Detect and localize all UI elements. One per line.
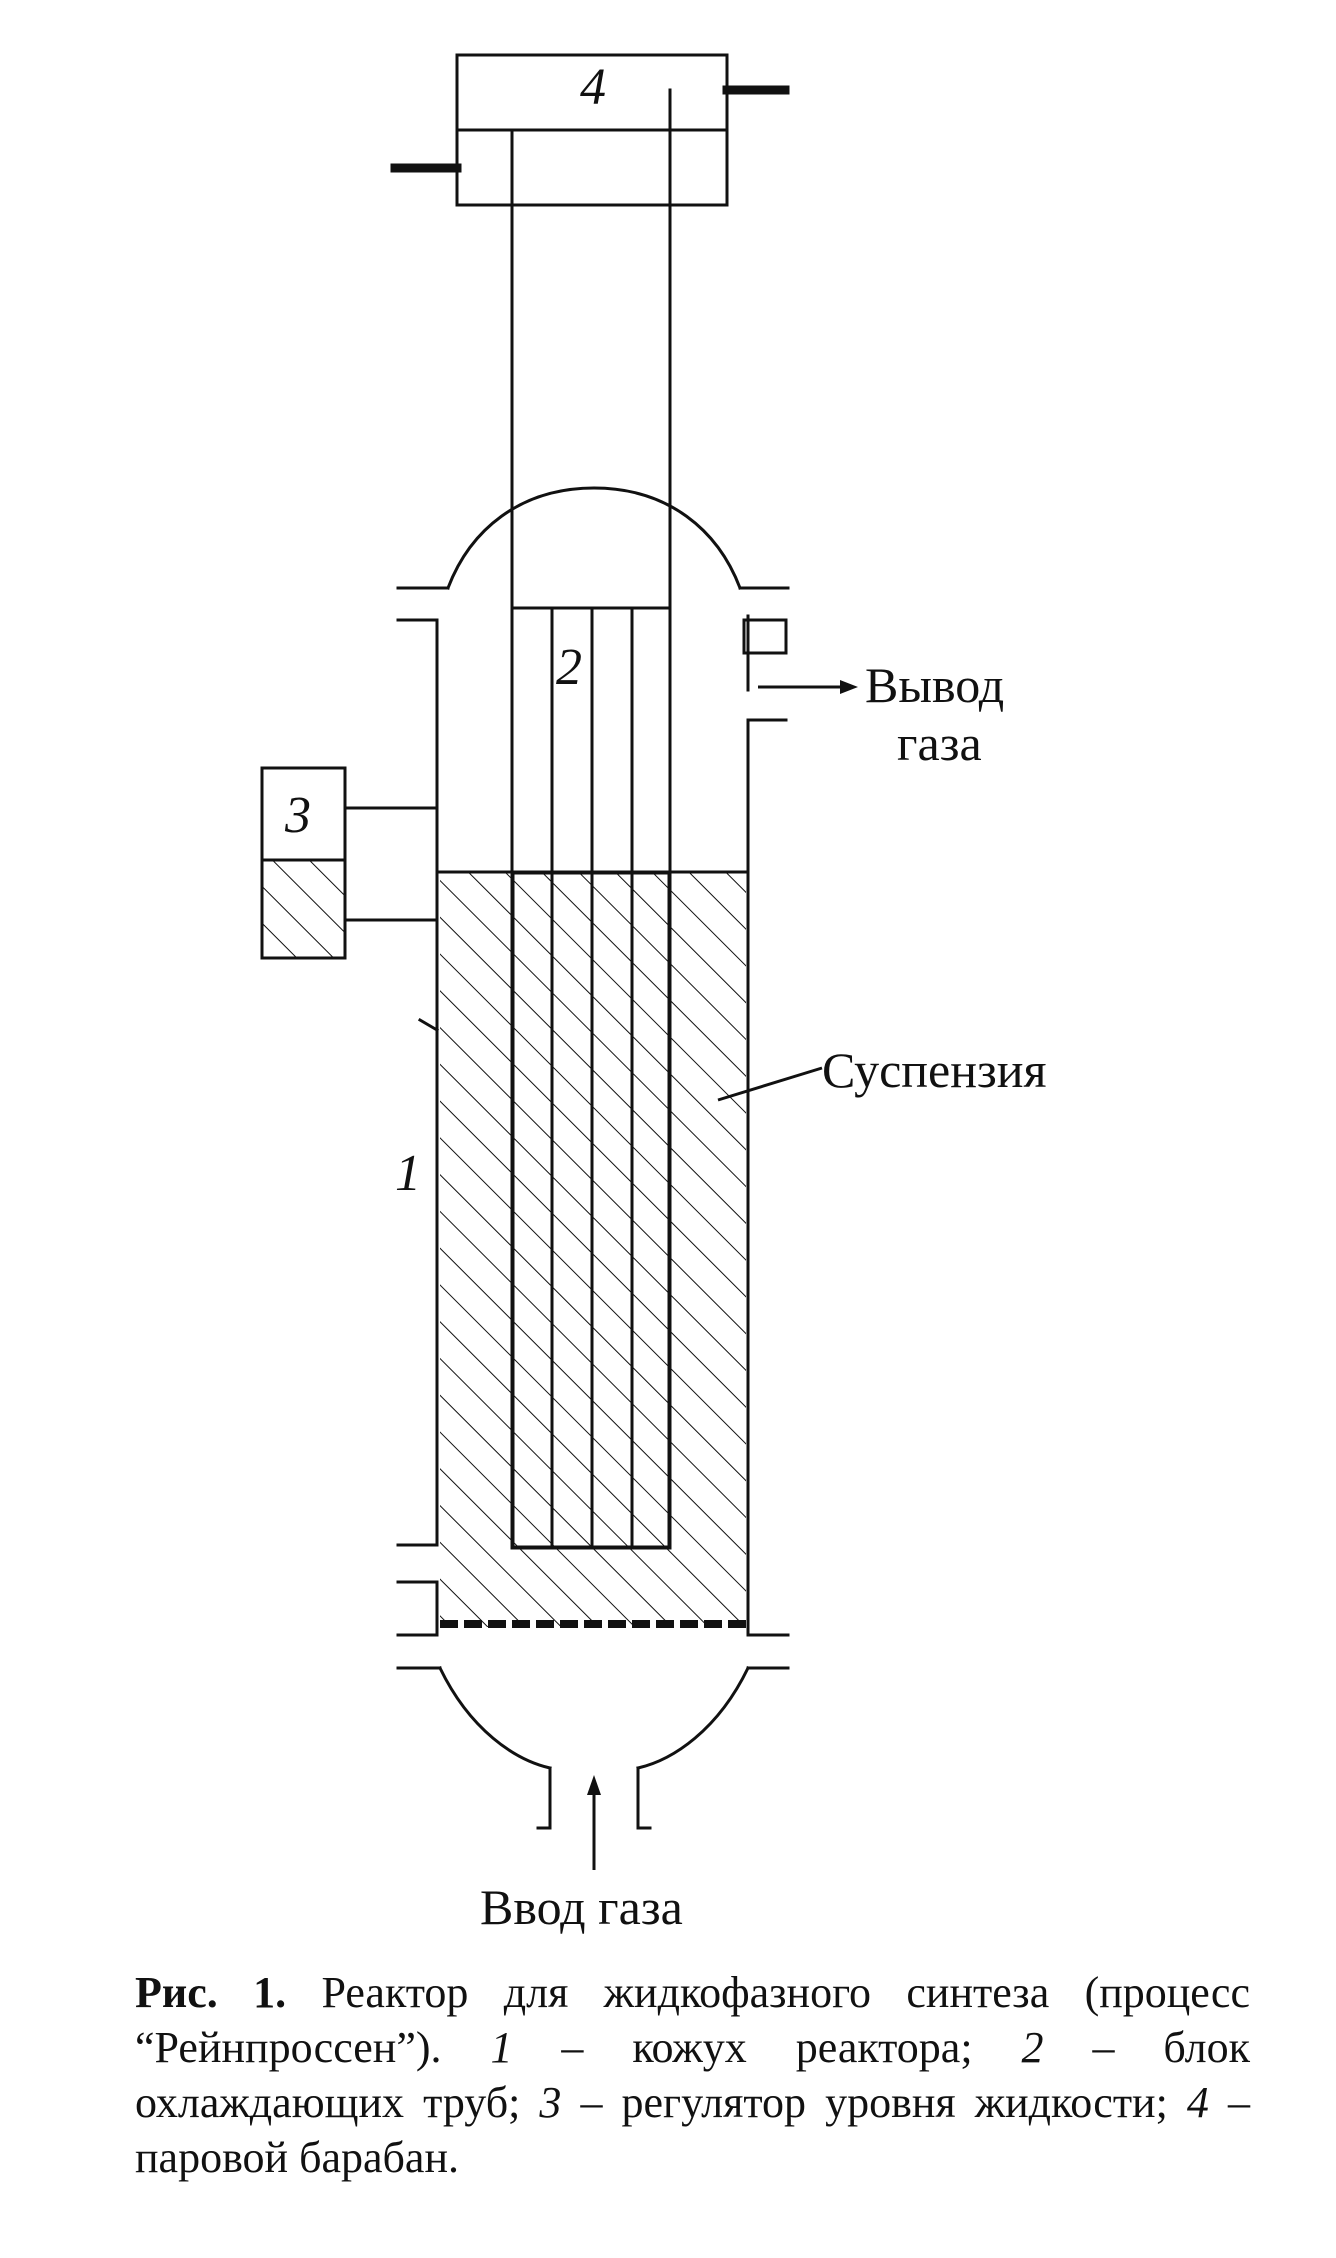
caption-desc-1: – кожух реактора; bbox=[512, 2023, 1022, 2072]
drum-pipes bbox=[510, 88, 672, 607]
caption-desc-3: – регулятор уровня жидкости; bbox=[561, 2078, 1187, 2127]
label-shell-number: 1 bbox=[395, 1145, 421, 1202]
top-dome bbox=[396, 486, 790, 590]
reactor-diagram bbox=[260, 53, 858, 1870]
caption-figure-number: Рис. 1. bbox=[135, 1968, 287, 2017]
caption-key-3: 3 bbox=[539, 2078, 562, 2127]
figure-caption: Рис. 1. Реактор для жидкофазного синтеза… bbox=[135, 1965, 1250, 2185]
reactor-shell bbox=[396, 614, 790, 1637]
label-gas-inlet: Ввод газа bbox=[480, 1879, 683, 1935]
label-steam-drum-number: 4 bbox=[580, 59, 606, 116]
label-tube-block-number: 2 bbox=[556, 639, 582, 696]
label-gas-outlet-line2: газа bbox=[897, 715, 982, 771]
gas-outlet-arrow bbox=[758, 680, 858, 694]
suspension-pointer bbox=[717, 1066, 823, 1102]
caption-desc-2: – блок охлаждающих труб; bbox=[135, 2023, 1251, 2127]
cooling-tube-block bbox=[510, 606, 672, 1550]
gas-inlet-arrow bbox=[587, 1775, 601, 1870]
level-regulator bbox=[260, 766, 439, 960]
caption-key-2: 2 bbox=[1021, 2023, 1044, 2072]
bottom-dome bbox=[396, 1665, 790, 1830]
caption-desc-4: – паровой барабан. bbox=[135, 2078, 1250, 2182]
caption-title: Реактор для жидкофазного синтеза (процес… bbox=[135, 1968, 1250, 2072]
label-suspension: Суспензия bbox=[822, 1042, 1047, 1098]
label-regulator-number: 3 bbox=[285, 787, 311, 844]
suspension-fill bbox=[263, 861, 746, 1627]
caption-key-1: 1 bbox=[490, 2023, 513, 2072]
label-gas-outlet-line1: Вывод bbox=[865, 657, 1005, 713]
caption-key-4: 4 bbox=[1186, 2078, 1209, 2127]
steam-drum bbox=[390, 53, 790, 207]
